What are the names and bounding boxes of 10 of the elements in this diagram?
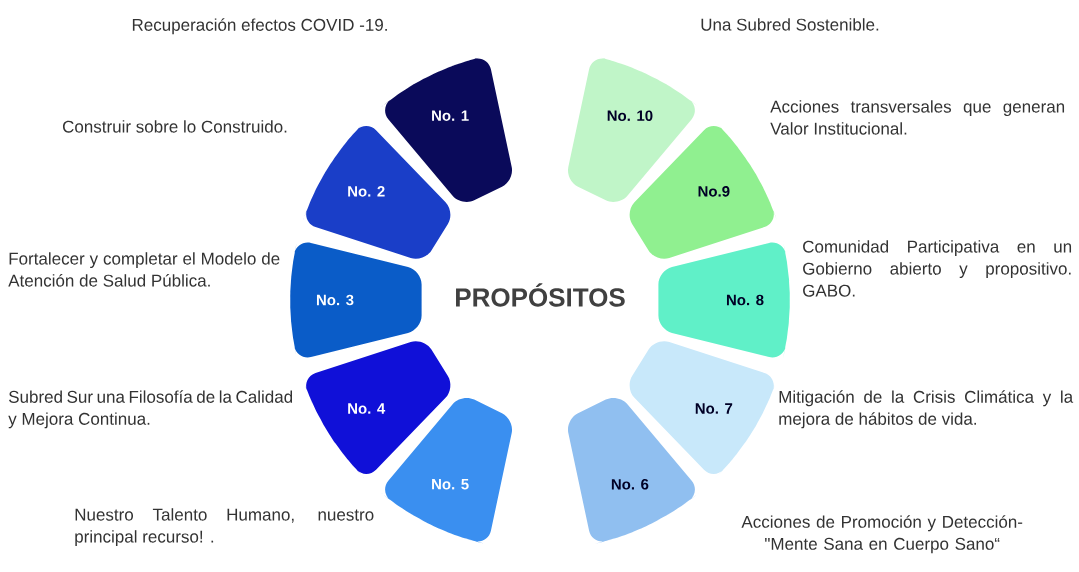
description-text: Recuperación efectos COVID -19. bbox=[132, 18, 387, 35]
description-text: Una Subred Sostenible. bbox=[701, 18, 879, 31]
description-text: Comunidad Participativa en un Gobierno abierto y propositivo. GABO. bbox=[803, 240, 1072, 297]
description-text: Subred Sur una Filosofía de la Calidad y Mejora Continua. bbox=[8, 390, 293, 429]
description-text: Construir sobre lo Construido. bbox=[62, 120, 287, 133]
description-text: Nuestro Talento Humano, nuestro principal recurso! . bbox=[75, 508, 374, 547]
center-title: PROPÓSITOS bbox=[456, 283, 625, 307]
description-text: Mitigación de la Crisis Climática y la mejora de hábitos de vida. bbox=[779, 390, 1074, 429]
description-text: Fortalecer y completar el Modelo de Atención de Salud Pública. bbox=[8, 252, 280, 287]
description-text: Acciones de Promoción y Detección- "Mente Sana en Cuerpo Sano“ bbox=[741, 515, 1023, 554]
